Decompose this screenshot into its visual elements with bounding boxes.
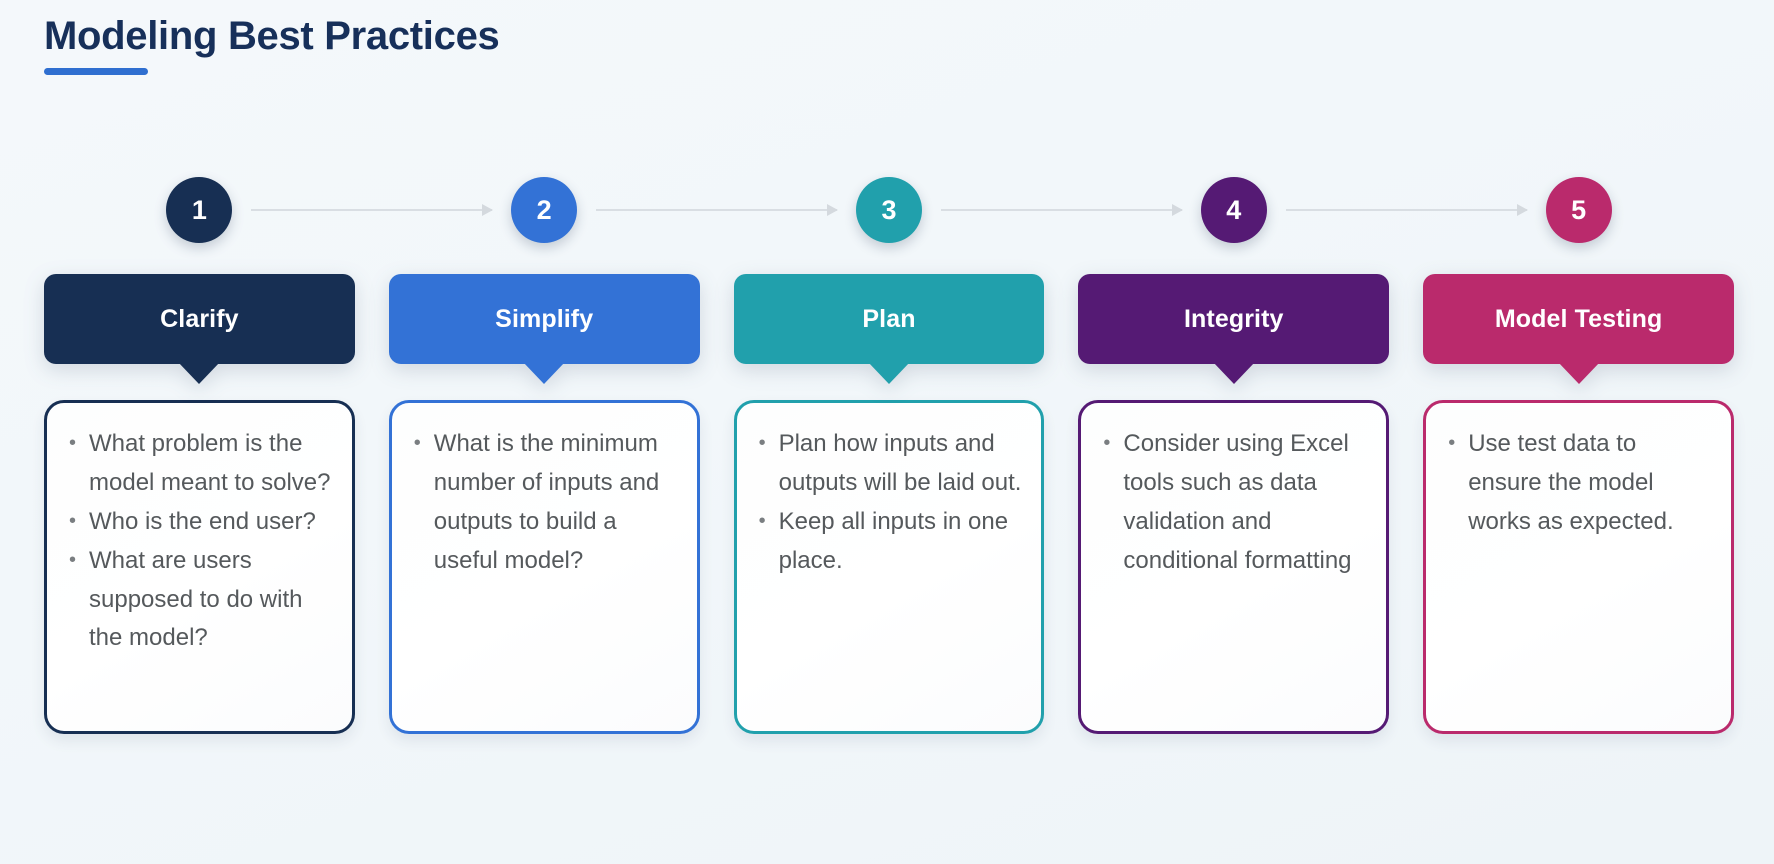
bullet-item: What are users supposed to do with the m… <box>61 542 334 659</box>
step-marker-row: 2 <box>389 170 837 250</box>
step-marker-row: 1 <box>44 170 493 250</box>
banner-pointer-icon <box>178 362 221 384</box>
step-banner[interactable]: Plan <box>733 274 1045 384</box>
bullet-item: Use test data to ensure the model works … <box>1440 425 1713 542</box>
step-marker-row: 4 <box>1078 170 1527 250</box>
process-flow-board: 1ClarifyWhat problem is the model meant … <box>44 170 1734 734</box>
step-banner-label: Clarify <box>44 274 355 364</box>
step-detail-card: Plan how inputs and outputs will be laid… <box>733 400 1045 734</box>
process-step-column: 1ClarifyWhat problem is the model meant … <box>44 170 493 734</box>
step-detail-card: Consider using Excel tools such as data … <box>1078 400 1390 734</box>
step-number-circle[interactable]: 5 <box>1545 177 1612 243</box>
step-number-circle[interactable]: 4 <box>1200 177 1267 243</box>
step-number-circle[interactable]: 3 <box>855 177 922 243</box>
page-title: Modeling Best Practices <box>44 14 500 58</box>
bullet-item: Who is the end user? <box>61 503 334 542</box>
banner-pointer-icon <box>1212 362 1255 384</box>
step-banner-label: Integrity <box>1078 274 1390 364</box>
step-number-circle[interactable]: 2 <box>511 177 578 243</box>
bullet-item: What is the minimum number of inputs and… <box>406 425 679 581</box>
flow-arrow-icon <box>1285 209 1527 211</box>
flow-arrow-icon <box>940 209 1182 211</box>
banner-pointer-icon <box>867 362 910 384</box>
banner-pointer-icon <box>523 362 566 384</box>
bullet-list: What is the minimum number of inputs and… <box>406 425 679 581</box>
step-banner[interactable]: Model Testing <box>1423 274 1734 384</box>
process-step-column: 2SimplifyWhat is the minimum number of i… <box>388 170 837 734</box>
step-marker-row: 5 <box>1423 170 1734 250</box>
process-step-column: 4IntegrityConsider using Excel tools suc… <box>1078 170 1527 734</box>
step-banner-label: Simplify <box>388 274 700 364</box>
step-banner-label: Plan <box>733 274 1045 364</box>
step-banner[interactable]: Clarify <box>44 274 355 384</box>
step-marker-row: 3 <box>734 170 1182 250</box>
flow-arrow-icon <box>596 209 837 211</box>
bullet-item: Consider using Excel tools such as data … <box>1095 425 1368 581</box>
bullet-item: Plan how inputs and outputs will be laid… <box>751 425 1024 503</box>
step-number-circle[interactable]: 1 <box>166 177 233 243</box>
bullet-list: What problem is the model meant to solve… <box>61 425 334 658</box>
bullet-item: Keep all inputs in one place. <box>751 503 1024 581</box>
step-banner[interactable]: Simplify <box>388 274 700 384</box>
banner-pointer-icon <box>1557 362 1600 384</box>
bullet-list: Use test data to ensure the model works … <box>1440 425 1713 542</box>
step-banner-label: Model Testing <box>1423 274 1734 364</box>
bullet-list: Consider using Excel tools such as data … <box>1095 425 1368 581</box>
step-detail-card: What is the minimum number of inputs and… <box>388 400 700 734</box>
step-detail-card: What problem is the model meant to solve… <box>44 400 355 734</box>
title-underline-rule <box>44 68 148 75</box>
bullet-list: Plan how inputs and outputs will be laid… <box>751 425 1024 581</box>
process-step-column: 3PlanPlan how inputs and outputs will be… <box>733 170 1182 734</box>
step-banner[interactable]: Integrity <box>1078 274 1390 384</box>
page-header: Modeling Best Practices <box>44 14 500 75</box>
step-detail-card: Use test data to ensure the model works … <box>1423 400 1734 734</box>
bullet-item: What problem is the model meant to solve… <box>61 425 334 503</box>
flow-arrow-icon <box>251 209 493 211</box>
